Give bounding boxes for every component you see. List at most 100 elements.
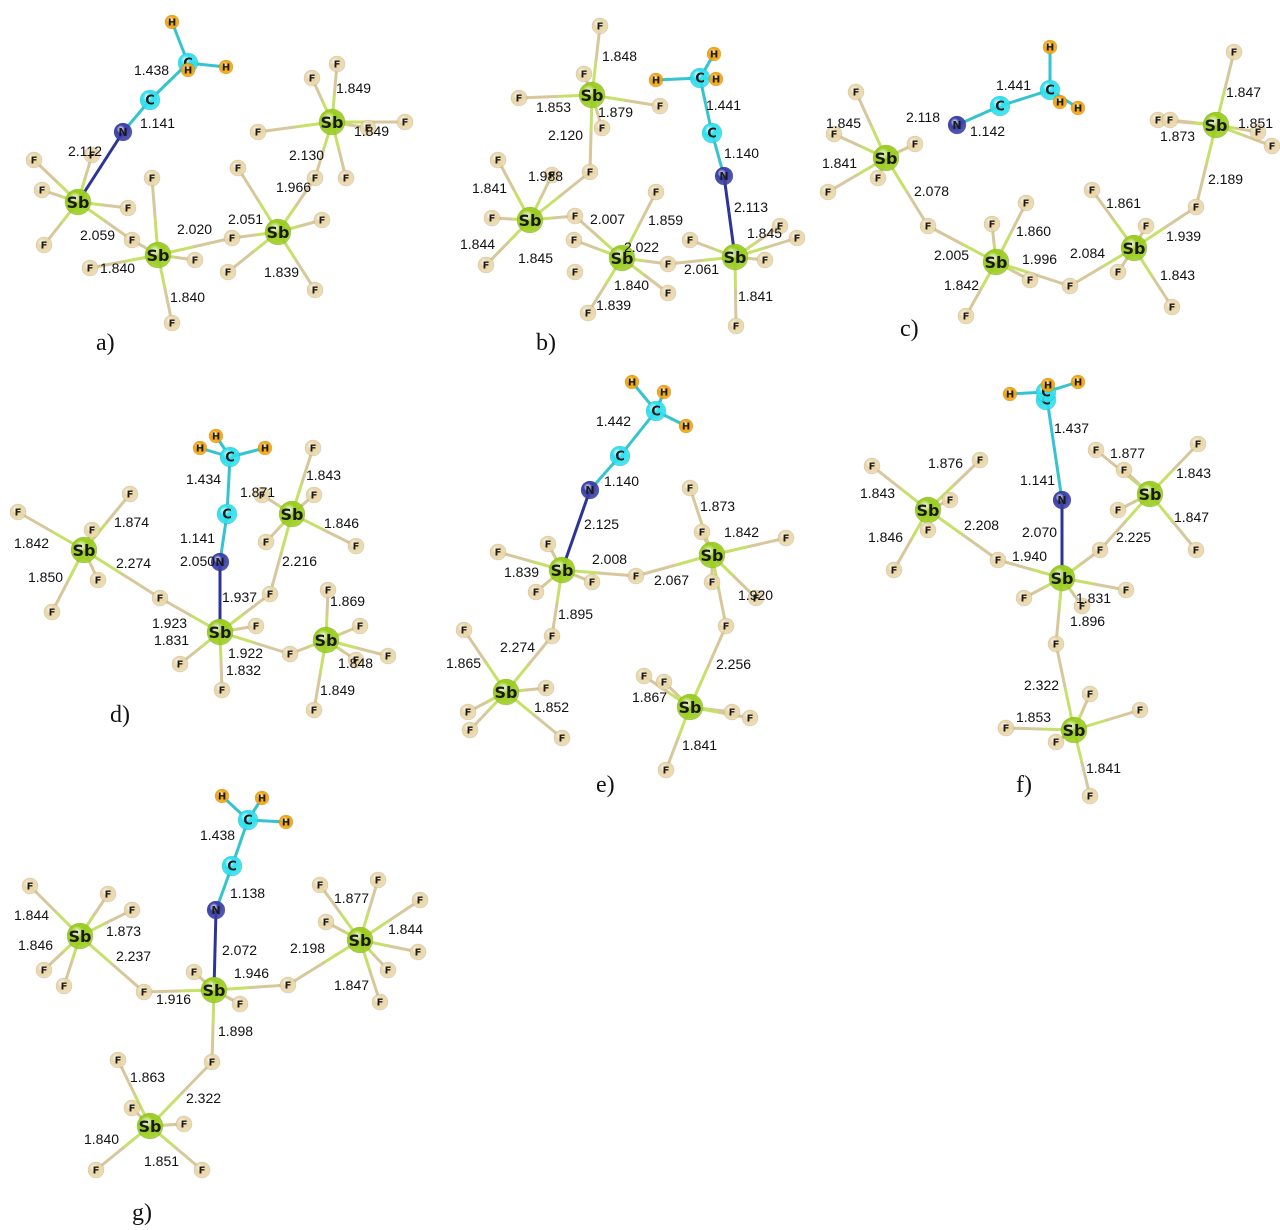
atom-h: H [624,374,640,390]
atom-h: H [208,428,224,444]
atom-f-symbol: F [125,204,132,215]
atom-f-symbol: F [1115,506,1122,517]
atom-f-sphere [279,976,297,994]
atom-f-symbol: F [1169,303,1176,314]
bond-length-label: 1.873 [106,923,141,939]
atom-n-symbol: N [585,484,594,497]
atom-f: F [919,521,937,539]
bond-length-label: 1.840 [100,260,135,276]
atom-h-symbol: H [282,818,290,829]
bond-length-label: 1.853 [536,99,571,115]
atom-h: H [1070,100,1086,116]
bond-length-label: 1.846 [324,515,359,531]
atom-f: F [1161,111,1179,129]
atom-f-symbol: F [1093,446,1100,457]
atom-f-sphere [1189,435,1207,453]
atom-sb-symbol: Sb [203,981,226,1000]
bond-length-label: 1.923 [152,615,187,631]
atom-f-symbol: F [641,672,648,683]
atom-c: C [645,400,667,422]
atom-f: F [1149,111,1167,129]
atom-f-symbol: F [1115,268,1122,279]
atom-f-sphere [885,561,903,579]
bond-length-label: 1.441 [996,77,1031,93]
atom-f: F [885,561,903,579]
atom-c-sphere [237,809,259,831]
atom-f-symbol: F [353,542,360,553]
atom-sb-sphere [136,1112,164,1140]
atom-f-sphere [583,573,601,591]
atom-f-sphere [213,681,231,699]
atom-f-sphere [193,1161,211,1179]
bond-length-label: 2.198 [290,940,325,956]
atom-f-sphere [55,977,73,995]
atom-f-sphere [455,621,473,639]
atom-sb-symbol: Sb [315,631,338,650]
atom-f: F [869,169,887,187]
atom-sb-sphere [206,618,234,646]
atom-f-symbol: F [353,656,360,667]
atom-f-symbol: F [925,222,932,233]
atom-f: F [311,876,329,894]
atom-f-symbol: F [869,462,876,473]
bond-length-label: 2.322 [186,1090,221,1106]
atom-sb-sphere [312,626,340,654]
atom-f-sphere [869,169,887,187]
atom-sb-sphere [721,243,749,271]
atom-h-symbol: H [710,50,718,61]
atom-f-symbol: F [181,1120,188,1131]
atom-f-sphere [575,65,593,83]
atom-sb-sphere [1120,234,1148,262]
bond-length-label: 2.112 [68,143,102,159]
atom-h-symbol: H [222,63,230,74]
atom-f: F [1021,271,1039,289]
atom-f: F [1109,263,1127,281]
atom-f: F [319,581,337,599]
atom-c: C [219,446,241,468]
atom-c-symbol: C [225,451,235,466]
panel-label-b: b) [536,330,556,356]
bond-length-label: 1.922 [228,645,263,661]
atom-f-sphere [306,281,324,299]
atom-f: F [171,655,189,673]
atom-c: C [216,503,238,525]
atom-f: F [1131,701,1149,719]
atom-sb-sphere [578,81,606,109]
atom-f: F [1015,589,1033,607]
atom-f-symbol: F [665,260,672,271]
atom-f-sphere [163,314,181,332]
atom-sb-sphere [66,922,94,950]
bond-length-label: 1.940 [1012,548,1047,564]
atom-f: F [771,217,789,235]
bond-length-label: 2.237 [116,948,151,964]
atom-f-symbol: F [129,906,136,917]
bond-length-label: 1.840 [614,277,649,293]
bond-length-label: 1.839 [504,564,539,580]
atom-f: F [409,943,427,961]
atom-f-sphere [337,169,355,187]
atom-f-symbol: F [585,309,592,320]
bond-length-label: 1.916 [156,991,191,1007]
atom-f: F [1163,298,1181,316]
atom-f-sphere [253,486,271,504]
atom-f: F [566,263,584,281]
atom-sb-sphere [982,248,1010,276]
atom-sb-sphere [516,206,544,234]
bond-length-label: 1.845 [826,115,861,131]
atom-f-symbol: F [129,236,136,247]
atom-c-sphere [609,445,631,467]
atom-f-sphere [1249,123,1267,141]
atom-h-sphere [164,14,180,30]
atom-f: F [303,69,321,87]
atom-f: F [231,995,249,1013]
atom-f: F [369,871,387,889]
atom-f-symbol: F [572,212,579,223]
atom-f-symbol: F [783,534,790,545]
atom-n-sphere [1052,490,1072,510]
atom-h: H [708,71,724,87]
atom-f: F [347,651,365,669]
atom-f-sphere [99,885,117,903]
